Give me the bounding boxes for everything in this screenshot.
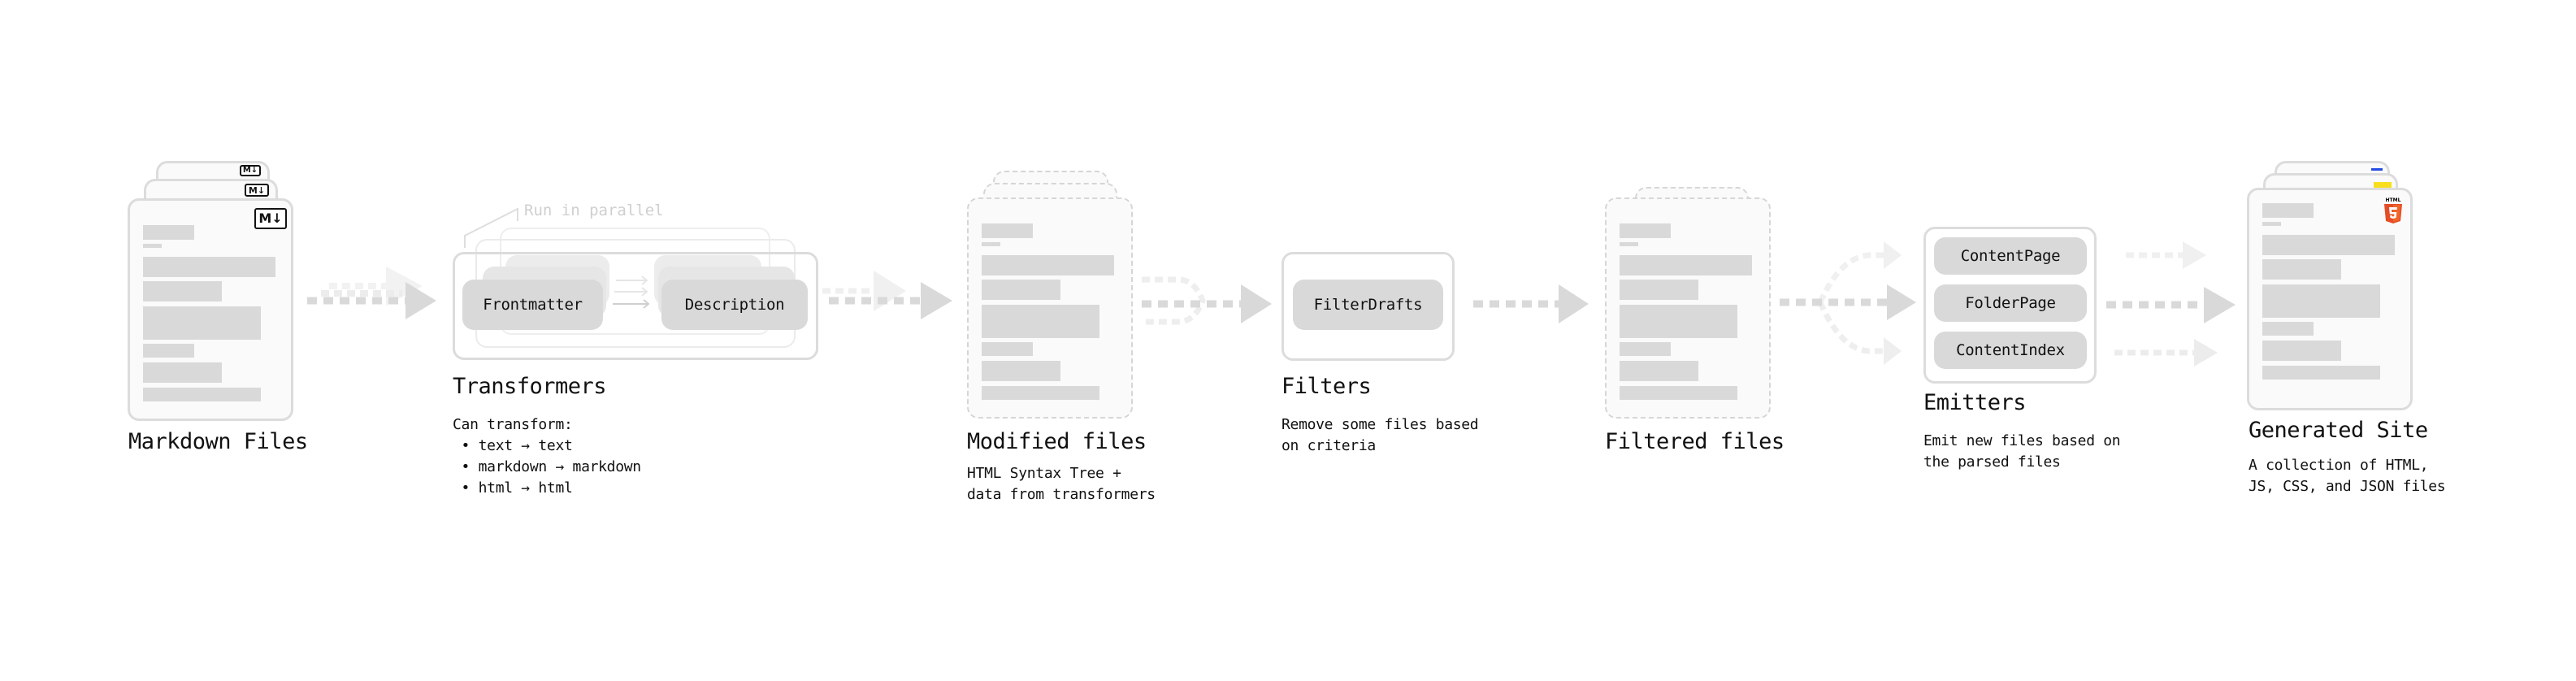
desc-line: on criteria — [1281, 437, 1376, 454]
content-placeholder-bar — [2262, 222, 2281, 226]
filters-description: Remove some files based on criteria — [1281, 414, 1479, 457]
content-placeholder-bar — [143, 225, 194, 240]
bullet-text: text → text — [478, 437, 573, 454]
content-placeholder-bar — [143, 257, 275, 277]
arrow-filters-to-filtered — [1473, 284, 1589, 323]
html5-icon: HTML — [2384, 197, 2402, 223]
content-placeholder-bar — [1620, 223, 1671, 238]
sequence-arrows-icon — [613, 275, 650, 309]
filters-title: Filters — [1281, 374, 1372, 399]
content-placeholder-bar — [2262, 203, 2314, 218]
desc-line: data from transformers — [967, 486, 1156, 503]
filtered-files-title: Filtered files — [1605, 429, 1785, 454]
bullet-text: markdown → markdown — [478, 458, 642, 475]
desc-line: A collection of HTML, — [2249, 457, 2429, 474]
content-placeholder-bar — [2262, 284, 2380, 318]
markdown-icon: M↓ — [254, 208, 287, 229]
content-placeholder-bar — [982, 305, 1099, 338]
generated-file-html: HTML — [2247, 188, 2413, 410]
arrow-transformers-to-modified — [822, 271, 952, 319]
arrows-emitters-to-site — [2106, 241, 2236, 367]
content-placeholder-bar — [2262, 366, 2380, 380]
emitters-title: Emitters — [1923, 390, 2027, 415]
generated-site-description: A collection of HTML, JS, CSS, and JSON … — [2249, 455, 2446, 497]
content-placeholder-bar — [982, 361, 1060, 381]
markdown-icon: M↓ — [245, 184, 269, 197]
transform-bullet: • html → html — [453, 479, 573, 497]
modified-files-title: Modified files — [967, 429, 1147, 454]
modified-file — [967, 197, 1133, 419]
desc-line: HTML Syntax Tree + — [967, 465, 1121, 482]
markdown-file: M↓ — [128, 198, 293, 421]
transformers-description: Can transform: • text → text • markdown … — [453, 414, 641, 499]
arrow-modified-to-filters — [1142, 276, 1272, 325]
content-placeholder-bar — [982, 242, 1000, 246]
modified-files-description: HTML Syntax Tree + data from transformer… — [967, 463, 1156, 505]
content-placeholder-bar — [2262, 340, 2341, 361]
content-placeholder-bar — [1620, 342, 1671, 356]
content-placeholder-bar — [1620, 280, 1698, 300]
content-placeholder-bar — [143, 388, 261, 401]
markdown-icon: M↓ — [240, 165, 261, 176]
desc-line: Remove some files based — [1281, 416, 1479, 433]
css-icon — [2371, 168, 2383, 171]
filtered-file — [1605, 197, 1771, 419]
content-placeholder-bar — [982, 386, 1099, 400]
content-placeholder-bar — [982, 280, 1060, 300]
content-placeholder-bar — [1620, 361, 1698, 381]
content-placeholder-bar — [143, 244, 162, 248]
content-placeholder-bar — [2262, 259, 2341, 280]
content-placeholder-bar — [2262, 322, 2314, 336]
emitters-description: Emit new files based on the parsed files — [1923, 431, 2121, 473]
transformers-desc-heading: Can transform: — [453, 416, 573, 433]
arrow-markdown-to-transformers — [307, 267, 436, 319]
content-placeholder-bar — [1620, 305, 1737, 338]
js-icon — [2374, 182, 2392, 189]
plugin-filterdrafts[interactable]: FilterDrafts — [1293, 280, 1443, 330]
markdown-files-title: Markdown Files — [128, 429, 308, 454]
plugin-description[interactable]: Description — [661, 280, 808, 330]
transform-bullet: • markdown → markdown — [453, 458, 642, 475]
bullet-text: html → html — [478, 479, 573, 497]
content-placeholder-bar — [143, 362, 222, 383]
content-placeholder-bar — [982, 223, 1033, 238]
desc-line: the parsed files — [1923, 453, 2061, 471]
content-placeholder-bar — [1620, 242, 1638, 246]
content-placeholder-bar — [982, 255, 1114, 275]
arrows-filtered-to-emitters — [1780, 241, 1916, 365]
svg-text:HTML: HTML — [2386, 197, 2401, 203]
transform-bullet: • text → text — [453, 437, 573, 454]
plugin-frontmatter[interactable]: Frontmatter — [462, 280, 603, 330]
content-placeholder-bar — [143, 344, 194, 358]
transformers-container — [453, 252, 818, 360]
content-placeholder-bar — [2262, 235, 2395, 255]
plugin-contentindex[interactable]: ContentIndex — [1934, 332, 2087, 369]
plugin-folderpage[interactable]: FolderPage — [1934, 284, 2087, 322]
parallel-bracket — [464, 207, 518, 248]
desc-line: JS, CSS, and JSON files — [2249, 478, 2446, 495]
content-placeholder-bar — [1620, 386, 1737, 400]
generated-site-title: Generated Site — [2249, 418, 2428, 443]
content-placeholder-bar — [143, 306, 261, 340]
run-in-parallel-label: Run in parallel — [524, 202, 664, 219]
plugin-contentpage[interactable]: ContentPage — [1934, 237, 2087, 275]
desc-line: Emit new files based on — [1923, 432, 2121, 449]
transformers-title: Transformers — [453, 374, 607, 399]
content-placeholder-bar — [1620, 255, 1752, 275]
content-placeholder-bar — [143, 281, 222, 301]
content-placeholder-bar — [982, 342, 1033, 356]
